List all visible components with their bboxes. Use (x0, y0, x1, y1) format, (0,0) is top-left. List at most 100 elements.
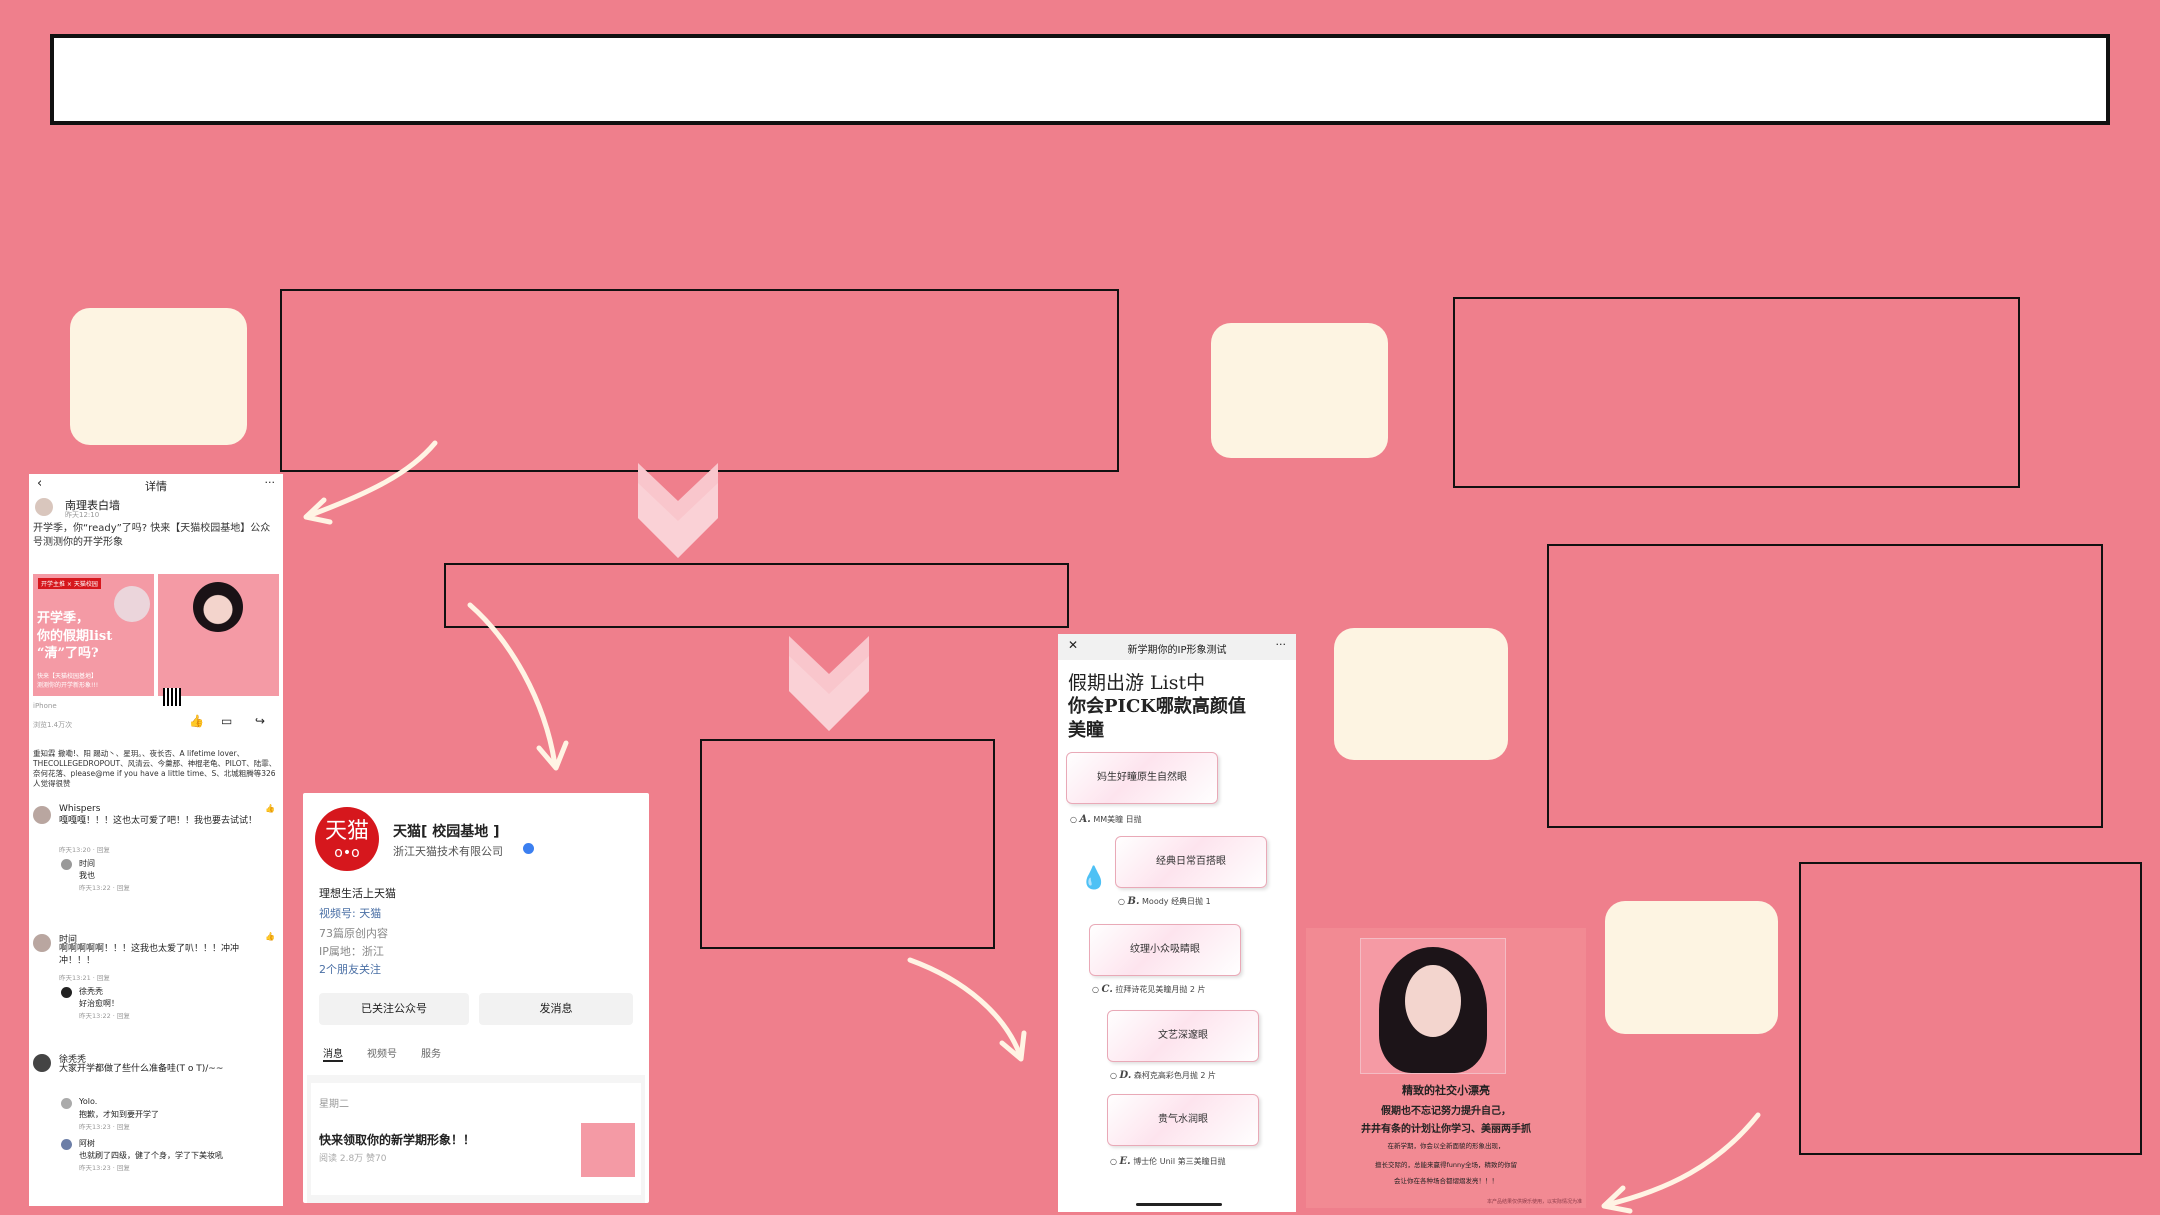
note-card-1 (70, 308, 247, 445)
account-slogan[interactable]: 理想生活上天猫 (319, 887, 396, 900)
more-icon[interactable]: ··· (264, 476, 276, 489)
likes-list: 重知霖 撒嘞!、阳 踢动丶、星玥。、夜长否、A lifetime lover、T… (33, 749, 277, 789)
result-line-1: 假期也不忘记努力提升自己， (1381, 1106, 1511, 1117)
comment-text: 大家开学都做了些什么准备哇(T o T)/~~ (59, 1064, 224, 1074)
result-line-2: 井井有条的计划让你学习、美丽两手抓 (1361, 1124, 1531, 1135)
option-d-label[interactable]: ○ D. 森柯克高彩色月抛 2 片 (1110, 1070, 1217, 1081)
verified-icon (523, 843, 534, 854)
question-line-1: 假期出游 List中 (1068, 672, 1206, 694)
result-footer: 本产品结果仅供娱乐使用，以实际情况为准 (1486, 1199, 1582, 1205)
follow-button[interactable]: 已关注公众号 (319, 993, 469, 1025)
close-icon[interactable]: ✕ (1068, 638, 1079, 652)
reply-author[interactable]: 阿树 (79, 1139, 95, 1148)
quiz-title: 新学期你的IP形象测试 (1127, 645, 1227, 656)
quiz-screenshot: ✕ 新学期你的IP形象测试 ··· 假期出游 List中 你会PICK哪款高颜值… (1058, 634, 1296, 1212)
quiz-titlebar: ✕ 新学期你的IP形象测试 ··· (1058, 634, 1296, 660)
comment-author[interactable]: 时间 (59, 935, 78, 945)
character-face-icon (193, 582, 243, 632)
chevron-down-icon (638, 463, 718, 558)
header-title: 详情 (145, 480, 167, 493)
article-title: 快来领取你的新学期形象！！ (319, 1133, 476, 1147)
avatar[interactable] (33, 934, 51, 952)
option-c-label[interactable]: ○ C. 拉拜诗花见美瞳月抛 2 片 (1092, 984, 1206, 995)
tab-messages[interactable]: 消息 (323, 1045, 343, 1062)
result-line-3: 在新学期，你会以全新面貌的形象出现， (1387, 1142, 1505, 1150)
poster-subtitle: 快来【天猫校园基地】 测测你的开学新形象!!! (37, 673, 99, 689)
post-source: iPhone (33, 702, 57, 710)
reply-author[interactable]: Yolo. (79, 1097, 98, 1106)
tab-video[interactable]: 视频号 (367, 1049, 397, 1060)
comment-author[interactable]: Whispers (59, 804, 101, 814)
question-line-3: 美瞳 (1068, 720, 1104, 741)
comment-icon[interactable]: ▭ (221, 714, 233, 728)
article-card[interactable]: 星期二 快来领取你的新学期形象！！ 阅读 2.8万 赞70 (311, 1083, 641, 1195)
character-face-icon (1405, 965, 1461, 1037)
question-line-2: 你会PICK哪款高颜值 (1068, 696, 1246, 717)
chevron-down-icon (789, 636, 869, 731)
option-a-label[interactable]: ○ A. MM美瞳 日抛 (1070, 814, 1142, 825)
poster-title: 开学季， 你的假期list “清”了吗? (37, 611, 113, 662)
option-d-button[interactable]: 文艺深邃眼 (1107, 1010, 1259, 1062)
qr-code-icon[interactable] (163, 688, 181, 706)
like-icon[interactable]: 👍 (265, 932, 275, 941)
curved-arrow-icon (907, 957, 1027, 1062)
comment-time: 昨天13:21 · 回复 (59, 974, 110, 982)
option-c-button[interactable]: 纹理小众吸睛眼 (1089, 924, 1241, 976)
like-icon[interactable]: 👍 (189, 714, 204, 728)
text-box-4 (1453, 297, 2020, 488)
avatar[interactable] (61, 1139, 72, 1150)
like-icon[interactable]: 👍 (265, 804, 275, 813)
back-icon[interactable]: ‹ (37, 476, 43, 491)
ip-location: IP属地：浙江 (319, 945, 384, 958)
result-line-4: 擅长交际的，总能来赢得funny全场，精致的你留 (1375, 1161, 1517, 1169)
reply-text: 抱歉，才知到要开学了 (79, 1110, 159, 1119)
share-icon[interactable]: ↪ (255, 714, 266, 728)
reply-time: 昨天13:23 · 回复 (79, 1123, 130, 1131)
comment-author[interactable]: 徐秃秃 (59, 1055, 87, 1065)
text-box-3 (700, 739, 995, 949)
comment-time: 昨天13:20 · 回复 (59, 846, 110, 854)
reply-time: 昨天13:23 · 回复 (79, 1164, 130, 1172)
reply-author[interactable]: 徐秃秃 (79, 987, 103, 996)
author-name[interactable]: 南理表白墙 (65, 499, 120, 512)
article-day: 星期二 (319, 1099, 349, 1110)
home-indicator (1136, 1203, 1222, 1206)
character-portrait (1360, 938, 1506, 1074)
article-meta: 阅读 2.8万 赞70 (319, 1154, 387, 1164)
avatar[interactable] (61, 1098, 72, 1109)
character-image[interactable] (158, 574, 279, 696)
option-b-label[interactable]: ○ B. Moody 经典日抛 1 (1118, 896, 1211, 907)
post-views: 浏览1.4万次 (33, 721, 73, 729)
text-box-6 (1799, 862, 2142, 1155)
reply-text: 好治愈啊！ (79, 999, 119, 1008)
reply-time: 昨天13:22 · 回复 (79, 884, 130, 892)
note-card-4 (1605, 901, 1778, 1034)
reply-author[interactable]: 时间 (79, 859, 95, 868)
post-body: 开学季，你“ready”了吗? 快来【天猫校园基地】公众号测测你的开学形象 (33, 523, 271, 548)
friends-following[interactable]: 2个朋友关注 (319, 963, 381, 976)
avatar[interactable] (33, 806, 51, 824)
more-icon[interactable]: ··· (1275, 638, 1287, 651)
avatar[interactable] (61, 987, 72, 998)
option-a-button[interactable]: 妈生好瞳原生自然眼 (1066, 752, 1218, 804)
result-line-5: 会让你在各种场合都熠熠发亮！！！ (1394, 1177, 1498, 1185)
note-card-3 (1334, 628, 1508, 760)
option-e-button[interactable]: 贵气水润眼 (1107, 1094, 1259, 1146)
message-button[interactable]: 发消息 (479, 993, 633, 1025)
poster-image[interactable]: 开学主推 × 天猫校园 开学季， 你的假期list “清”了吗? 快来【天猫校园… (33, 574, 154, 696)
decor-circles (114, 586, 150, 622)
video-channel[interactable]: 视频号: 天猫 (319, 907, 382, 920)
avatar[interactable] (61, 859, 72, 870)
account-name: 天猫[ 校园基地 ] (393, 824, 500, 840)
option-b-button[interactable]: 经典日常百搭眼 (1115, 836, 1267, 888)
option-e-label[interactable]: ○ E. 博士伦 Unil 第三美瞳日抛 (1110, 1156, 1226, 1167)
company-name: 浙江天猫技术有限公司 (393, 845, 503, 858)
tmall-logo[interactable]: 天猫 o•o (315, 807, 379, 871)
avatar[interactable] (33, 1054, 51, 1072)
avatar[interactable] (35, 498, 53, 516)
curved-arrow-icon (303, 440, 438, 525)
reply-text: 也就刷了四级，健了个身，学了下美妆吼 (79, 1151, 223, 1160)
article-thumbnail (581, 1123, 635, 1177)
reply-time: 昨天13:22 · 回复 (79, 1012, 130, 1020)
tab-services[interactable]: 服务 (421, 1049, 441, 1060)
